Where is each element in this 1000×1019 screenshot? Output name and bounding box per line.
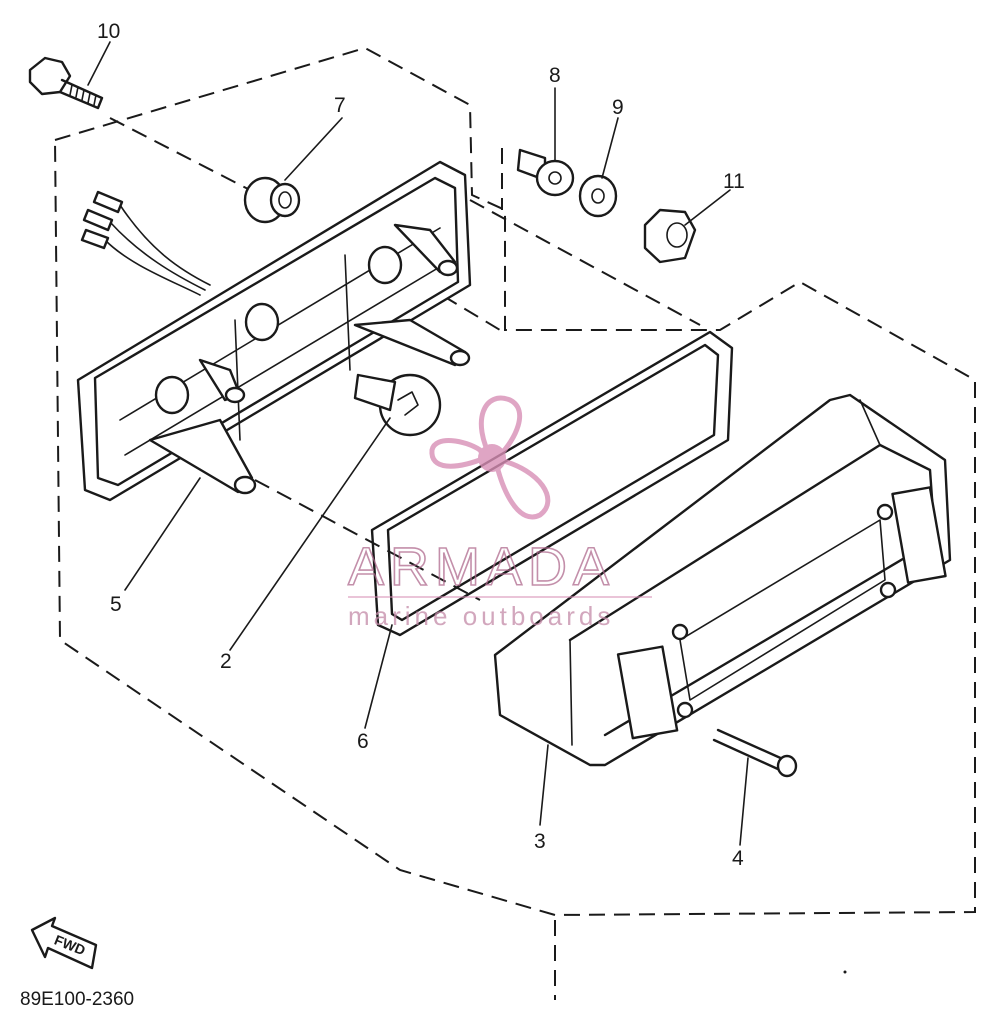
screw-part-4 (712, 728, 798, 778)
callout-labels: 10 7 8 9 11 5 2 6 3 4 (97, 20, 745, 870)
forward-direction-arrow-icon: FWD (30, 916, 98, 970)
bolt-part-10 (28, 56, 104, 110)
callout-9: 9 (612, 96, 624, 119)
propeller-logo (429, 395, 551, 520)
lamp-housing-part-5 (76, 160, 472, 502)
leader-lines (87, 41, 749, 846)
watermark: ARMADA marine outboards (347, 395, 652, 631)
callout-3: 3 (534, 830, 546, 853)
bulb-part-2 (353, 373, 442, 437)
collar-part-8 (516, 148, 575, 197)
washer-part-9 (578, 174, 618, 218)
diagram-code: 89E100-2360 (20, 989, 134, 1010)
gasket-part-6 (370, 330, 734, 637)
nut-part-11 (643, 208, 697, 264)
callout-7: 7 (334, 94, 346, 117)
callout-2: 2 (220, 650, 232, 673)
callout-10: 10 (97, 20, 120, 43)
watermark-tagline: marine outboards (348, 601, 614, 631)
callout-11: 11 (723, 170, 745, 193)
grommet-part-7 (243, 176, 301, 224)
callout-6: 6 (357, 730, 369, 753)
watermark-brand: ARMADA (348, 537, 615, 597)
lens-part-3 (493, 393, 952, 767)
assembly-boundary (53, 46, 976, 917)
callout-5: 5 (110, 593, 122, 616)
callout-8: 8 (549, 64, 561, 87)
callout-4: 4 (732, 847, 744, 870)
alignment-lines (109, 117, 701, 1000)
